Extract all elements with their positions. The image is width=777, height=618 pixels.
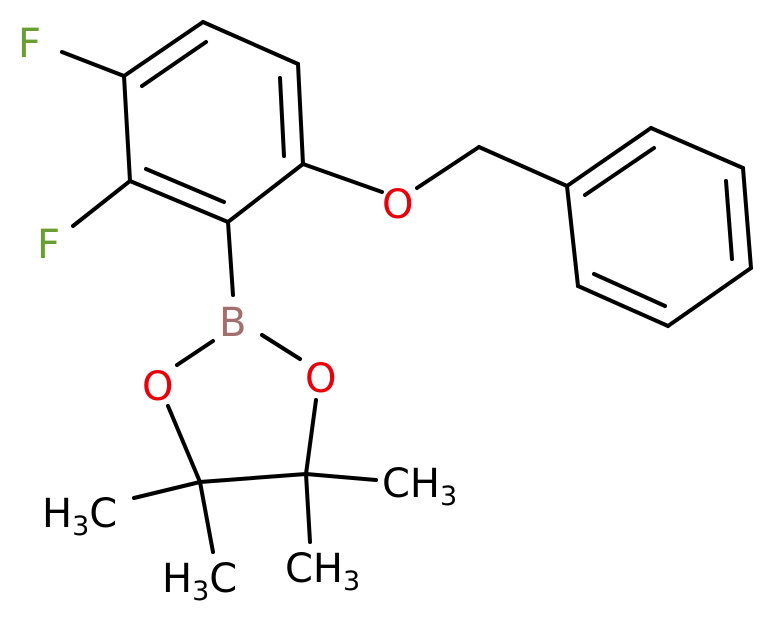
bond-c-c-pinacol: [198, 472, 308, 484]
bond-ring3-inner: [278, 76, 286, 158]
ether-oxygen-label: O: [382, 182, 413, 228]
bond-ring3: [296, 62, 305, 166]
methyl-h: H: [42, 491, 72, 537]
methyl-c: C: [209, 556, 237, 602]
bond-o-right-c: [304, 398, 318, 476]
bonds: [60, 20, 753, 554]
boron-label: B: [219, 300, 246, 346]
methyl-label-right-bottom: CH3: [285, 546, 360, 597]
fluorine-label-bottom: F: [37, 222, 60, 268]
methyl-subscript: 3: [192, 576, 209, 607]
bond-c-ch3-left-top: [132, 480, 202, 500]
bond-ph5: [576, 284, 670, 328]
fluorine-label-top: F: [18, 21, 41, 67]
bond-ph3-inner: [724, 179, 734, 261]
bond-ph4: [666, 266, 753, 328]
bond-o-left-c: [166, 404, 202, 484]
bond-ring2: [201, 20, 300, 66]
bond-ring1-inner: [140, 40, 208, 88]
ester-oxygen-left-label: O: [142, 364, 173, 410]
bond-c-b: [226, 220, 235, 297]
ester-oxygen-right-label: O: [305, 356, 336, 402]
methyl-label-left-top: H3C: [42, 491, 117, 542]
bond-ph6: [565, 184, 580, 288]
methyl-subscript: 3: [343, 566, 360, 597]
methyl-subscript: 3: [440, 481, 457, 512]
methyl-label-right-top: CH3: [382, 461, 457, 512]
methyl-ch: CH: [382, 461, 440, 507]
bond-o-ch2: [415, 145, 481, 190]
bond-ring4: [226, 162, 305, 224]
bond-c-ch3-right-top: [304, 472, 378, 482]
bond-ph2: [649, 126, 745, 170]
bond-ph1: [565, 126, 653, 188]
methyl-subscript: 3: [72, 511, 89, 542]
bond-c-ch3-left-bottom: [198, 480, 215, 554]
bond-c-f2: [71, 179, 132, 228]
methyl-c: C: [89, 491, 117, 537]
bond-c-ch3-right-bottom: [304, 472, 312, 544]
atom-labels: F F O B O O CH3 CH3 H3C H3C: [18, 21, 457, 607]
bond-c-o-ether: [301, 162, 384, 194]
methyl-ch: CH: [285, 546, 343, 592]
bond-ph3: [741, 166, 753, 270]
bond-c-f1: [60, 50, 126, 78]
bond-ring6: [122, 74, 132, 183]
bond-ph1-inner: [583, 146, 656, 197]
methyl-label-left-bottom: H3C: [162, 556, 237, 607]
bond-ch2-ph: [477, 145, 569, 188]
bond-ring5-inner: [144, 167, 226, 204]
bond-ring1: [122, 20, 205, 78]
methyl-h: H: [162, 556, 192, 602]
bond-b-o-left: [175, 339, 215, 367]
bond-ph5-inner: [592, 272, 667, 308]
bond-b-o-right: [260, 333, 302, 361]
bond-ring5: [128, 179, 230, 224]
